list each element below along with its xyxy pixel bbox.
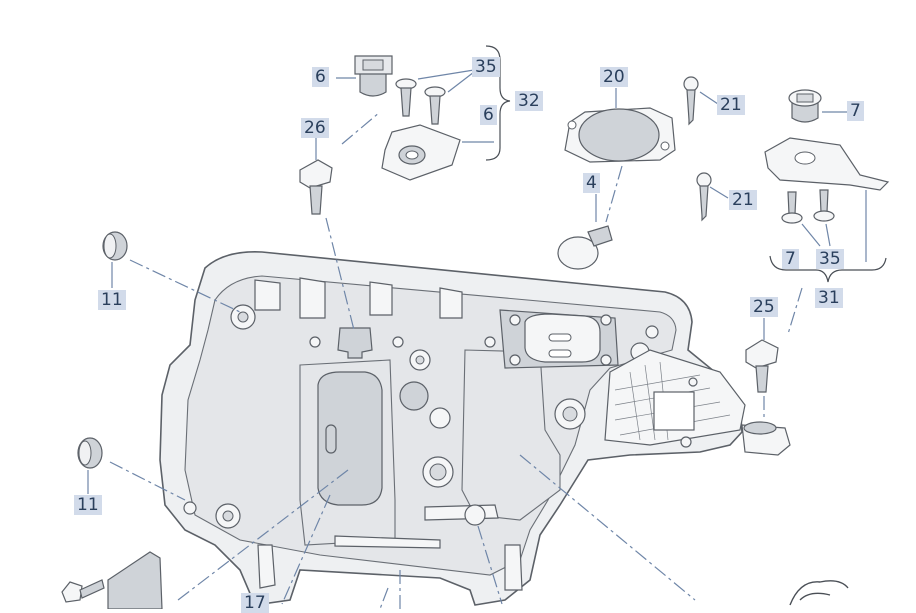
callout-17: 17	[241, 593, 269, 613]
callout-26-bolt: 26	[301, 118, 329, 138]
part-6-bracket	[381, 124, 461, 181]
wire-harness	[789, 580, 849, 606]
part-35-screws-right	[781, 189, 835, 224]
callout-4-bulb: 4	[583, 173, 600, 193]
callout-25-bolt: 25	[750, 297, 778, 317]
part-4-bulb	[557, 225, 613, 270]
callout-11-ring-bottom: 11	[74, 495, 102, 515]
callout-7-bracket: 7	[782, 249, 799, 269]
part-7-sleeve	[788, 89, 822, 123]
part-25-bolt	[745, 339, 779, 393]
leader-lines	[87, 69, 848, 610]
part-20-cover	[564, 107, 676, 163]
callout-6-sleeve: 6	[312, 67, 329, 87]
callout-31-assembly: 31	[815, 288, 843, 308]
callout-6-bracket: 6	[480, 105, 497, 125]
callout-21-screw-top: 21	[717, 95, 745, 115]
callout-21-screw-bottom: 21	[729, 190, 757, 210]
brace-32	[485, 45, 511, 161]
headlight-housing	[159, 251, 791, 606]
callout-7-sleeve: 7	[847, 101, 864, 121]
part-11-rings	[77, 231, 128, 469]
brace-31	[769, 255, 887, 283]
callout-35-screws-right: 35	[816, 249, 844, 269]
part-26-bolt	[299, 159, 333, 215]
callout-35-screws: 35	[472, 57, 500, 77]
part-31-bracket	[764, 137, 890, 191]
part-35-screws	[395, 78, 446, 125]
callout-20-cover: 20	[600, 67, 628, 87]
part-6-sleeve	[354, 55, 393, 97]
part-21-screws	[683, 76, 712, 222]
bottom-left-parts	[61, 551, 163, 610]
callout-32-assembly: 32	[515, 91, 543, 111]
callout-11-ring-top: 11	[98, 290, 126, 310]
